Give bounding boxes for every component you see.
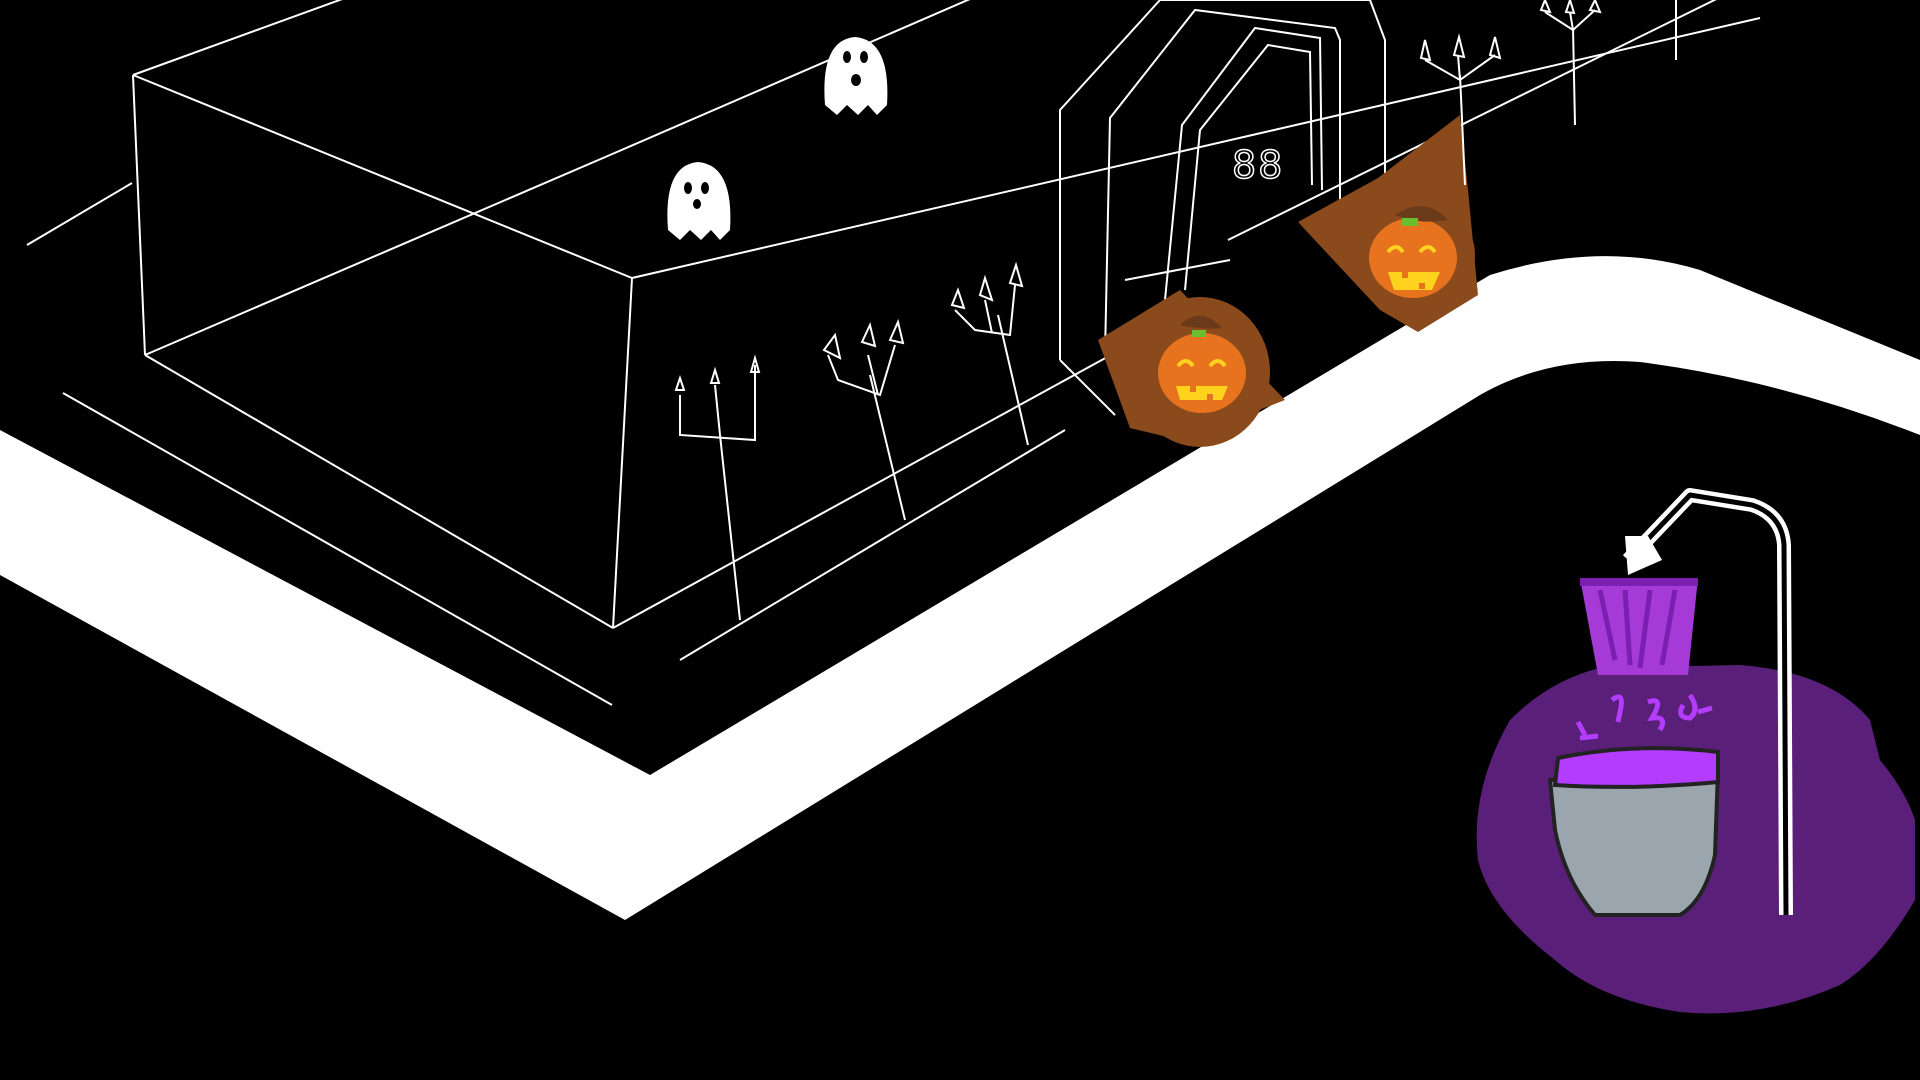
jack-o-lantern-icon[interactable]	[1355, 200, 1475, 310]
white-road	[0, 256, 1920, 921]
trident-fence-icon	[1419, 33, 1502, 186]
street-lamp-icon[interactable]	[1580, 488, 1793, 916]
front-door[interactable]: 88	[1059, 0, 1386, 416]
ghost-icon	[667, 162, 731, 240]
witch-cauldron-icon[interactable]	[1547, 746, 1721, 917]
house-number: 88	[1232, 143, 1284, 187]
fence	[674, 0, 1602, 621]
ghost-icon	[824, 37, 888, 115]
trident-fence-icon	[950, 261, 1029, 446]
trident-fence-icon	[674, 354, 761, 621]
trident-fence-icon	[1539, 0, 1602, 126]
jack-o-lantern-icon[interactable]	[1130, 297, 1270, 447]
trident-fence-icon	[822, 318, 906, 521]
potion-vapour	[1575, 693, 1713, 741]
